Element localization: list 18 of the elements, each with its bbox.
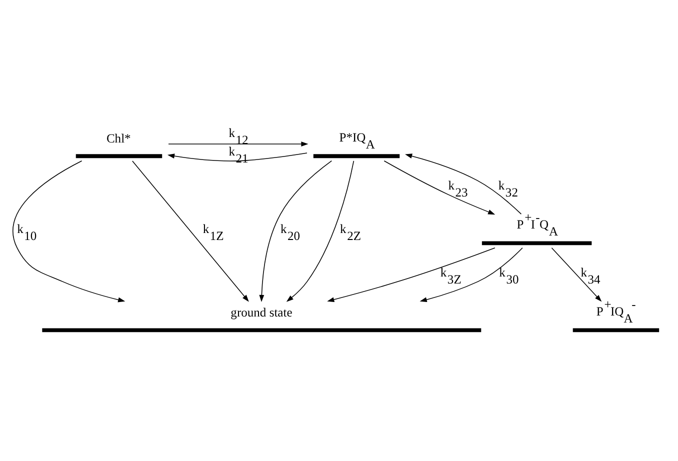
arrow [286, 160, 354, 302]
arrow [259, 160, 332, 302]
node-label: Chl* [106, 130, 131, 145]
arrow [168, 141, 308, 146]
arrow [327, 247, 496, 302]
node-box [76, 154, 162, 158]
arrow [167, 152, 308, 161]
arrow [132, 160, 249, 302]
node-box [482, 240, 592, 245]
node-box [572, 328, 660, 332]
arrow [384, 160, 496, 214]
node-box [313, 154, 400, 158]
arrow [12, 160, 126, 302]
arrow [551, 246, 602, 302]
arrow [405, 153, 522, 214]
node-box [42, 328, 482, 332]
arrow [420, 246, 523, 302]
node-label: ground state [230, 304, 292, 319]
